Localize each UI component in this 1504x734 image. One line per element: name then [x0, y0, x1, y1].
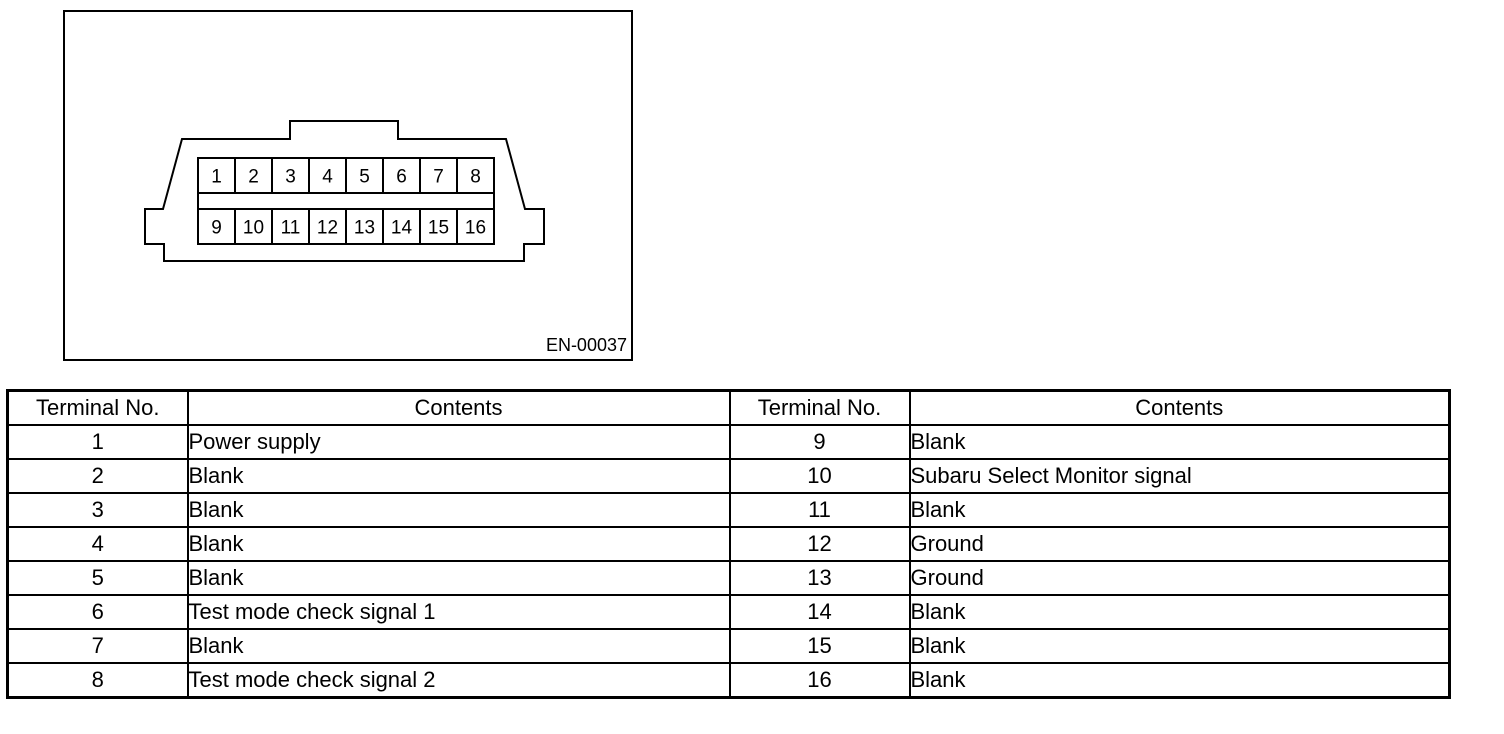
- terminal-contents: Blank: [908, 492, 1451, 528]
- terminal-contents: Test mode check signal 1: [186, 594, 731, 630]
- terminal-number: 2: [6, 458, 189, 494]
- terminal-contents: Test mode check signal 2: [186, 662, 731, 699]
- pin-number: 5: [359, 167, 370, 188]
- terminal-number: 13: [728, 560, 911, 596]
- header-terminal-no: Terminal No.: [6, 389, 189, 426]
- terminal-number: 16: [728, 662, 911, 699]
- pin-number: 15: [428, 218, 449, 239]
- header-terminal-no: Terminal No.: [728, 389, 911, 426]
- connector-outline: [144, 120, 545, 262]
- terminal-contents: Blank: [186, 526, 731, 562]
- terminal-contents: Blank: [908, 424, 1451, 460]
- terminal-number: 12: [728, 526, 911, 562]
- terminal-contents: Subaru Select Monitor signal: [908, 458, 1451, 494]
- terminal-contents: Blank: [186, 560, 731, 596]
- terminal-number: 14: [728, 594, 911, 630]
- terminal-number: 1: [6, 424, 189, 460]
- terminal-contents: Blank: [908, 594, 1451, 630]
- table-row: 2 Blank 10 Subaru Select Monitor signal: [6, 458, 1451, 494]
- pin-cell: [271, 208, 310, 245]
- terminal-contents: Ground: [908, 560, 1451, 596]
- terminal-contents: Power supply: [186, 424, 731, 460]
- terminal-number: 4: [6, 526, 189, 562]
- pin-number: 3: [285, 167, 296, 188]
- pin-number: 9: [211, 218, 222, 239]
- pin-number: 16: [465, 218, 486, 239]
- pin-separator: [197, 192, 495, 210]
- pin-number: 7: [433, 167, 444, 188]
- pin-number: 12: [317, 218, 338, 239]
- terminal-number: 6: [6, 594, 189, 630]
- pin-number: 4: [322, 167, 333, 188]
- table-row: 1 Power supply 9 Blank: [6, 424, 1451, 460]
- pin-number: 8: [470, 167, 481, 188]
- terminal-contents: Blank: [908, 628, 1451, 664]
- figure-code: EN-00037: [545, 335, 627, 355]
- pin-number: 11: [281, 218, 301, 239]
- terminal-number: 9: [728, 424, 911, 460]
- pin-number: 2: [248, 167, 259, 188]
- terminal-contents: Blank: [908, 662, 1451, 699]
- terminal-contents: Ground: [908, 526, 1451, 562]
- table-row: 6 Test mode check signal 1 14 Blank: [6, 594, 1451, 630]
- table-row: 3 Blank 11 Blank: [6, 492, 1451, 528]
- table-row: 4 Blank 12 Ground: [6, 526, 1451, 562]
- pin-number: 1: [211, 167, 222, 188]
- terminal-contents: Blank: [186, 458, 731, 494]
- pin-number: 14: [391, 218, 413, 239]
- terminal-contents: Blank: [186, 628, 731, 664]
- terminal-contents: Blank: [186, 492, 731, 528]
- pin-number: 13: [354, 218, 375, 239]
- terminal-table: Terminal No. Contents Terminal No. Conte…: [6, 389, 1451, 699]
- terminal-number: 5: [6, 560, 189, 596]
- pin-cell: [456, 208, 495, 245]
- table-header-row: Terminal No. Contents Terminal No. Conte…: [6, 389, 1451, 426]
- terminal-number: 8: [6, 662, 189, 699]
- pin-cell: [456, 157, 495, 194]
- header-contents: Contents: [908, 389, 1451, 426]
- pin-number: 10: [243, 218, 264, 239]
- terminal-number: 10: [728, 458, 911, 494]
- pin-number: 6: [396, 167, 407, 188]
- terminal-number: 15: [728, 628, 911, 664]
- terminal-number: 11: [728, 492, 911, 528]
- table-row: 7 Blank 15 Blank: [6, 628, 1451, 664]
- header-contents: Contents: [186, 389, 731, 426]
- table-row: 8 Test mode check signal 2 16 Blank: [6, 662, 1451, 699]
- terminal-number: 3: [6, 492, 189, 528]
- table-row: 5 Blank 13 Ground: [6, 560, 1451, 596]
- terminal-number: 7: [6, 628, 189, 664]
